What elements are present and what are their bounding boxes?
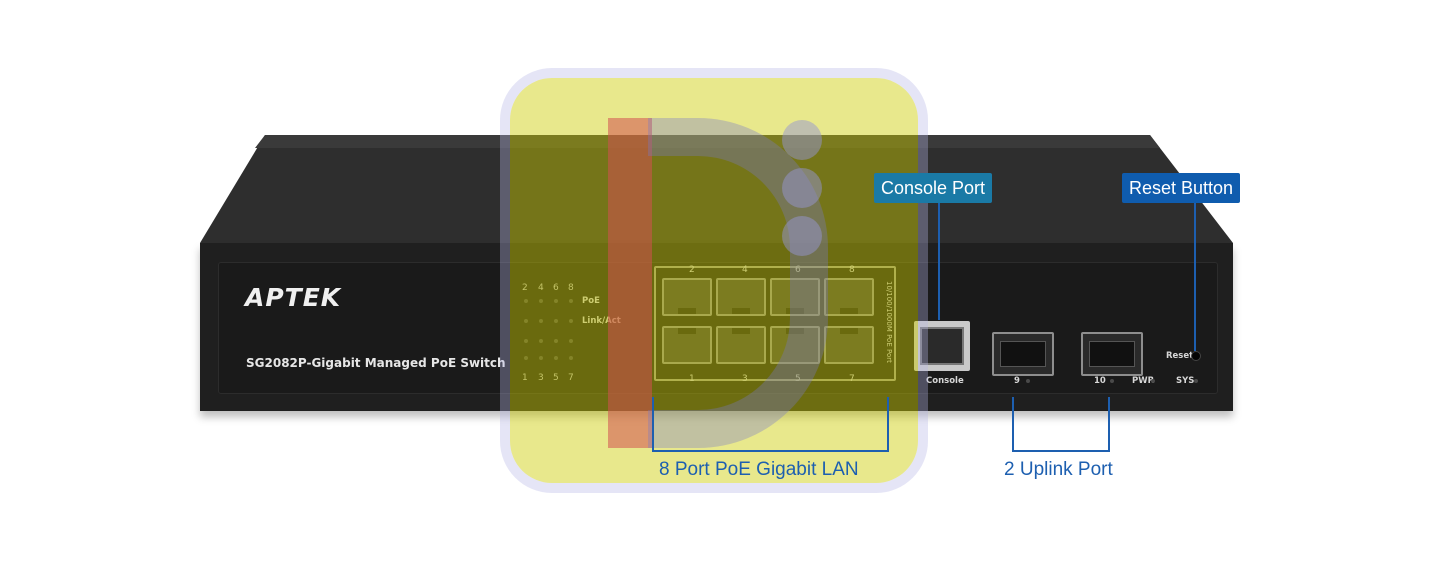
brand-logo: APTEK [245,283,342,312]
console-port-callout: Console Port [874,173,993,203]
port-type-label: 10/100/1000M PoE Port [885,281,893,363]
led-indicator [539,339,543,343]
led-num: 6 [553,283,559,293]
watermark-dot [782,216,822,256]
uplink-caption: 2 Uplink Port [1004,459,1113,480]
rj45-port[interactable] [662,278,712,316]
rj45-latch [678,308,696,314]
led-indicator [569,299,573,303]
port-number: 2 [689,265,695,275]
led-num: 3 [538,373,544,383]
led-num: 5 [553,373,559,383]
rj45-port[interactable] [770,278,820,316]
sfp-label-9: 9 [1014,376,1020,386]
pwr-label: PWR [1132,376,1155,386]
rj45-port[interactable] [824,326,874,364]
led-num: 4 [538,283,544,293]
port-number: 7 [849,374,855,384]
reset-button-callout: Reset Button [1122,173,1241,203]
led-num: 2 [522,283,528,293]
uplink-bracket [1012,397,1110,452]
watermark-bar [608,118,652,448]
console-label: Console [926,376,964,386]
watermark-dot [782,120,822,160]
model-label: SG2082P-Gigabit Managed PoE Switch [246,356,506,370]
rj45-latch [732,308,750,314]
reset-callout-line [1194,203,1196,351]
led-indicator [524,319,528,323]
led-num: 1 [522,373,528,383]
lan-caption: 8 Port PoE Gigabit LAN [659,459,859,480]
led-indicator [569,319,573,323]
sfp-led-10 [1110,379,1114,383]
led-indicator [524,299,528,303]
sfp-label-10: 10 [1094,376,1106,386]
led-indicator [554,339,558,343]
led-indicator [539,356,543,360]
port-number: 4 [742,265,748,275]
console-port[interactable] [914,321,970,371]
led-indicator [524,339,528,343]
led-indicator [554,356,558,360]
led-indicator [524,356,528,360]
sfp-port-9[interactable] [992,332,1054,376]
port-number: 6 [795,265,801,275]
sys-led [1194,379,1198,383]
led-num: 8 [568,283,574,293]
sys-label: SYS [1176,376,1195,386]
led-indicator [569,339,573,343]
pwr-led [1151,379,1155,383]
reset-button[interactable] [1191,351,1201,361]
rj45-latch [840,308,858,314]
sfp-port-10[interactable] [1081,332,1143,376]
rj45-latch [786,308,804,314]
rj45-port[interactable] [716,278,766,316]
led-indicator [539,319,543,323]
port-number: 8 [849,265,855,275]
reset-label: Reset [1166,351,1194,361]
sfp-led-9 [1026,379,1030,383]
led-indicator [554,319,558,323]
led-num: 7 [568,373,574,383]
led-label-link: Link/Act [582,316,621,326]
watermark-dot [782,168,822,208]
led-indicator [569,356,573,360]
led-label-poe: PoE [582,296,600,306]
rj45-latch [840,328,858,334]
lan-bracket [652,397,889,452]
console-callout-line [938,203,940,320]
led-indicator [539,299,543,303]
rj45-port[interactable] [824,278,874,316]
led-indicator [554,299,558,303]
